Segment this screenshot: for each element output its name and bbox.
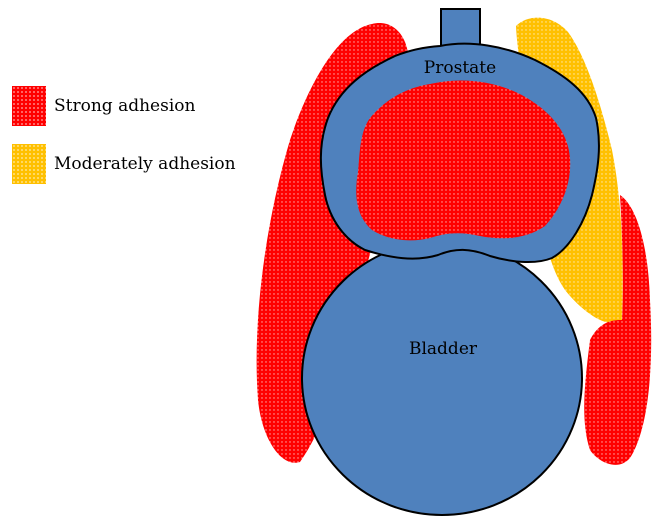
urethra (441, 9, 480, 47)
legend-item-moderate: Moderately adhesion (12, 144, 236, 184)
bladder-label: Bladder (409, 339, 478, 359)
strong-adhesion-swatch (12, 86, 46, 126)
legend-label-moderate: Moderately adhesion (54, 154, 236, 174)
moderate-adhesion-swatch (12, 144, 46, 184)
legend-item-strong: Strong adhesion (12, 86, 236, 126)
legend-label-strong: Strong adhesion (54, 96, 195, 116)
legend: Strong adhesion Moderately adhesion (12, 86, 236, 202)
bladder (302, 241, 582, 515)
prostate-label: Prostate (424, 58, 496, 78)
